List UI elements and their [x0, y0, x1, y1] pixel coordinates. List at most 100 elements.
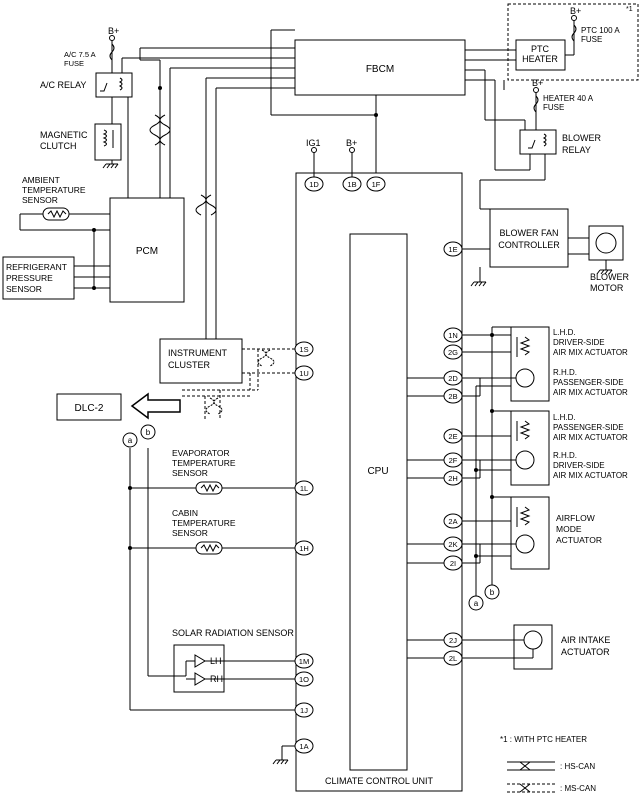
blower-relay-box [519, 129, 557, 155]
connector-label-1f: 1F [372, 180, 381, 189]
junction-a-2: a [474, 599, 479, 608]
connector-1o [294, 671, 314, 687]
legend-ms-can: : MS-CAN [560, 784, 596, 793]
connector-label-1j: 1J [300, 706, 308, 715]
connector-label-1d: 1D [309, 180, 319, 189]
b-plus-ptc: B+ [570, 6, 581, 16]
connector-1s [294, 341, 314, 357]
connector-2k [443, 536, 463, 552]
connector-label-2i: 2I [450, 559, 456, 568]
connector-1e [443, 241, 463, 257]
connector-1b [342, 176, 362, 192]
refrigerant-sensor-box [2, 256, 75, 300]
legend-hs-can: : HS-CAN [560, 762, 595, 771]
pcm-box [109, 197, 185, 303]
pcm-label: PCM [136, 246, 158, 257]
actuator-box-2 [510, 410, 550, 486]
connector-1u [294, 365, 314, 381]
connector-1j [294, 702, 314, 718]
connector-label-2d: 2D [448, 374, 458, 383]
ig1-label: IG1 [306, 138, 321, 148]
solar-sensor-box [173, 644, 225, 693]
cpu-box [349, 233, 408, 771]
connector-1f [366, 176, 386, 192]
connector-1h [294, 540, 314, 556]
connector-label-1m: 1M [299, 657, 309, 666]
asterisk-label: *1 [626, 6, 633, 13]
connector-label-1a: 1A [299, 742, 308, 751]
b-plus-ccu: B+ [346, 138, 357, 148]
connector-1m [294, 653, 314, 669]
connector-label-2k: 2K [448, 540, 457, 549]
connector-label-1u: 1U [299, 369, 309, 378]
ptc-option-box [507, 3, 639, 81]
connector-label-2j: 2J [449, 636, 457, 645]
legend-note: *1 : WITH PTC HEATER [500, 735, 587, 744]
connector-label-2h: 2H [448, 474, 458, 483]
connector-1n [443, 327, 463, 343]
dlc2-label: DLC-2 [75, 403, 104, 414]
connector-2b [443, 388, 463, 404]
connector-label-1b: 1B [347, 180, 356, 189]
blower-fan-controller-box [489, 208, 569, 268]
b-plus-ac: B+ [108, 26, 119, 36]
connector-2h [443, 470, 463, 486]
connector-label-1o: 1O [299, 675, 309, 684]
solar-sensor-label: SOLAR RADIATION SENSOR [172, 628, 294, 638]
ac-relay-box [95, 72, 133, 98]
connector-label-2b: 2B [448, 392, 457, 401]
blower-motor-box [588, 225, 624, 261]
connector-2a [443, 513, 463, 529]
actuator-box-1 [510, 326, 550, 402]
connector-2i [443, 555, 463, 571]
solar-lh-label: LH [210, 656, 222, 666]
junction-a-1: a [128, 436, 133, 445]
connector-label-1s: 1S [299, 345, 308, 354]
junction-b-2: b [490, 588, 495, 597]
climate-control-unit-box [295, 172, 463, 792]
connector-1l [294, 480, 314, 496]
connector-2e [443, 428, 463, 444]
magnetic-clutch-box [94, 123, 122, 161]
dlc2-box [56, 393, 122, 421]
connector-label-2g: 2G [448, 348, 458, 357]
connector-label-1l: 1L [300, 484, 308, 493]
connector-2d [443, 370, 463, 386]
connector-label-1h: 1H [299, 544, 309, 553]
instrument-cluster-box [159, 338, 243, 384]
dlc2-arrow [130, 392, 181, 420]
climate-unit-label: CLIMATE CONTROL UNIT [325, 776, 434, 786]
connector-label-2f: 2F [449, 456, 458, 465]
connector-label-1n: 1N [448, 331, 458, 340]
b-plus-heater: B+ [532, 78, 543, 88]
connector-2f [443, 452, 463, 468]
connector-1a [294, 738, 314, 754]
connector-label-1e: 1E [448, 245, 457, 254]
solar-rh-label: RH [210, 674, 223, 684]
cpu-label: CPU [367, 466, 388, 477]
connector-2j [443, 632, 463, 648]
actuator-box-3 [510, 496, 550, 570]
fbcm-label: FBCM [366, 64, 394, 75]
connector-2l [443, 650, 463, 666]
junction-b-1: b [146, 428, 151, 437]
